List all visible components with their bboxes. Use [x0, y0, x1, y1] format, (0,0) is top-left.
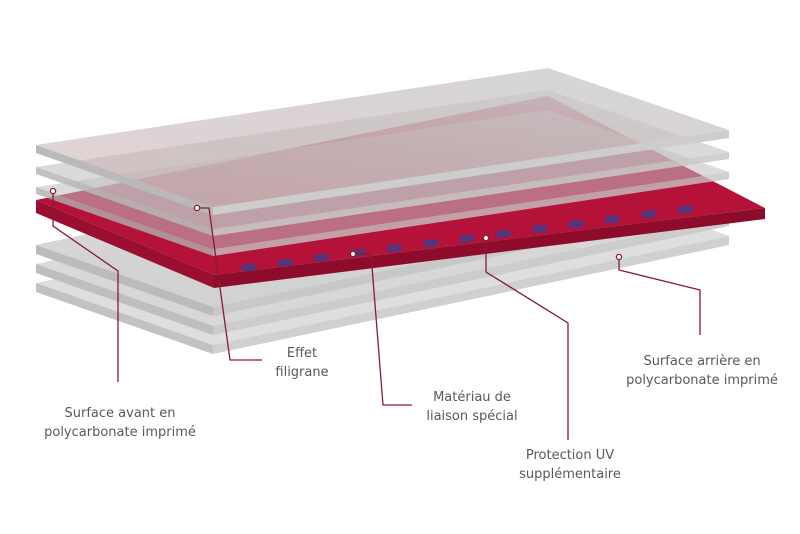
- security-chip-icon: [568, 220, 584, 228]
- callout-label-uv: Protection UV supplémentaire: [500, 446, 640, 484]
- leader-line-bonding: [354, 253, 412, 406]
- callout-dots: [49, 187, 623, 261]
- security-chip-icon: [459, 235, 475, 242]
- back-layer-1-edge: [36, 245, 213, 316]
- security-chip-icon: [241, 264, 257, 271]
- callout-label-front: Surface avant en polycarbonate imprimé: [30, 404, 210, 442]
- core-layer-side-edge: [214, 208, 765, 288]
- leader-line-uv: [485, 240, 569, 440]
- callout-label-back-line-1: Surface arrière en: [643, 354, 761, 369]
- callout-label-back-line-2: polycarbonate imprimé: [626, 373, 778, 388]
- callout-label-back: Surface arrière en polycarbonate imprimé: [612, 352, 792, 390]
- security-chip-icon: [386, 244, 403, 252]
- security-chip-icon: [640, 210, 657, 218]
- front-layer-2-edge: [36, 167, 213, 236]
- callout-label-bonding-line-2: liaison spécial: [426, 409, 518, 424]
- front-layer-2-side: [213, 152, 729, 236]
- front-layer-group: [36, 68, 729, 256]
- callout-label-bonding: Matériau de liaison spécial: [412, 388, 532, 426]
- callout-dot-icon: [615, 253, 623, 261]
- leader-lines: [52, 193, 701, 440]
- front-layer-3-side: [213, 130, 729, 215]
- callout-dot-icon: [193, 204, 201, 212]
- back-layer-3-edge: [36, 283, 213, 354]
- core-layer-front-edge: [36, 200, 214, 288]
- security-chip-icon: [495, 230, 512, 238]
- callout-label-bonding-line-1: Matériau de: [433, 390, 511, 405]
- security-chip-icon: [277, 259, 294, 267]
- back-layer-2-edge: [36, 264, 213, 335]
- leader-line-back: [618, 258, 701, 335]
- security-chip-icon: [531, 225, 548, 233]
- security-chip-icon: [677, 206, 693, 213]
- security-chip-icon: [422, 239, 439, 247]
- security-chip-icon: [604, 215, 621, 223]
- callout-dot-icon: [349, 250, 357, 258]
- security-chip-icon: [313, 254, 330, 262]
- callout-label-uv-line-2: supplémentaire: [519, 467, 621, 482]
- callout-label-front-line-2: polycarbonate imprimé: [44, 425, 196, 440]
- front-layer-1-side: [213, 172, 729, 256]
- callout-dot-icon: [482, 234, 490, 242]
- front-layer-1-edge: [36, 187, 213, 256]
- callout-dot-icon: [49, 187, 57, 195]
- back-layer-2-side: [213, 217, 729, 335]
- front-layer-3-edge: [36, 145, 213, 215]
- back-layer-3-side: [213, 236, 729, 354]
- callout-label-watermark-line-1: Effet: [286, 346, 318, 361]
- callout-label-watermark-line-2: filigrane: [275, 365, 329, 380]
- callout-label-front-line-1: Surface avant en: [64, 406, 176, 421]
- leader-line-front: [52, 193, 119, 382]
- leader-line-watermark: [198, 207, 262, 361]
- front-layer-3: [36, 68, 729, 207]
- callout-label-watermark: Effet filigrane: [262, 344, 342, 382]
- callout-label-uv-line-1: Protection UV: [525, 448, 615, 463]
